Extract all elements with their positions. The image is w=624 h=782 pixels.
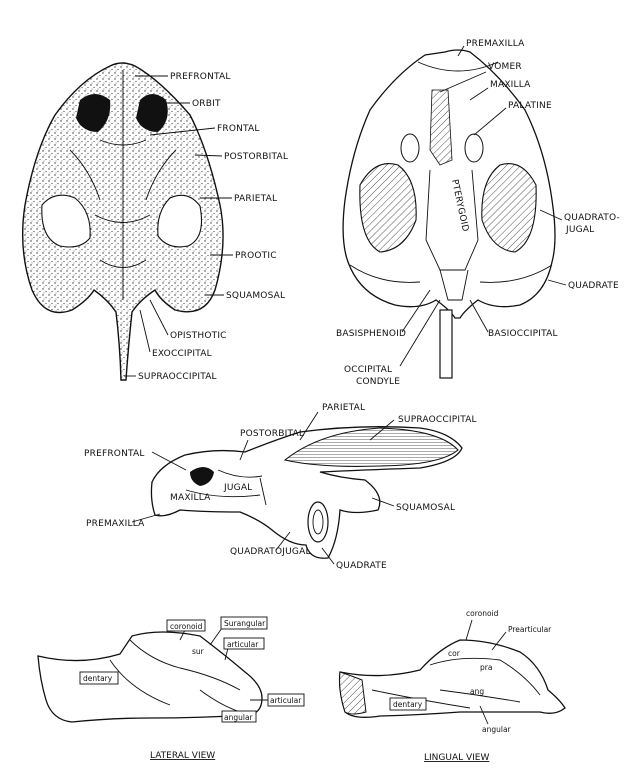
right-temporal-opening [157,194,203,248]
label-lat-quadrate: QUADRATE [336,561,387,571]
label-lat-quadratojugal: QUADRATOJUGAL [230,547,311,557]
label-ling-pra: pra [480,663,492,672]
label-quadratojugal-line1: QUADRATO- [564,213,620,223]
caption-lingual-view: LINGUAL VIEW [424,753,489,763]
lateral-orbit [190,467,214,486]
label-vomer: VOMER [488,62,522,72]
label-prefrontal: PREFRONTAL [170,72,231,82]
label-jaw-surangular: Surangular [224,619,266,628]
label-premaxilla: PREMAXILLA [466,39,525,49]
lateral-supraoccipital-crest [283,427,459,467]
label-maxilla: MAXILLA [490,80,531,90]
label-occipital-condyle-line1: OCCIPITAL [344,365,392,375]
label-jaw-angular: angular [224,713,254,722]
label-frontal: FRONTAL [217,124,260,134]
label-basisphenoid: BASISPHENOID [336,329,406,339]
lateral-jaw-outline [37,631,263,723]
label-lat-parietal: PARIETAL [322,403,365,413]
label-lat-squamosal: SQUAMOSAL [396,503,455,513]
label-jaw-sur: sur [192,647,205,656]
label-squamosal: SQUAMOSAL [226,291,285,301]
ventral-leader-lines [399,45,567,367]
dorsal-labels: PREFRONTAL ORBIT FRONTAL POSTORBITAL PAR… [138,72,288,382]
left-orbit [76,94,111,132]
label-palatine: PALATINE [508,101,552,111]
lateral-jaw-view [37,631,263,723]
label-postorbital: POSTORBITAL [224,152,288,162]
label-lat-maxilla: MAXILLA [170,493,211,503]
label-occipital-condyle-line2: CONDYLE [356,377,400,387]
label-quadratojugal-line2: JUGAL [565,225,594,235]
label-jaw-articular-2: articular [270,696,302,705]
label-jaw-dentary: dentary [83,674,113,683]
label-prootic: PROOTIC [235,251,277,261]
label-basioccipital: BASIOCCIPITAL [488,329,558,339]
lateral-skull-leader-lines [131,411,395,565]
label-ling-cor: cor [448,649,461,658]
label-lat-jugal: JUGAL [223,483,252,493]
label-jaw-articular: articular [227,640,259,649]
left-temporal-opening [41,194,91,248]
ventral-labels: PREMAXILLA VOMER MAXILLA PALATINE PTERYG… [336,39,620,387]
lingual-symphysis [339,671,367,715]
lateral-skull-labels: POSTORBITAL PARIETAL SUPRAOCCIPITAL PREF… [84,403,477,571]
label-orbit: ORBIT [192,99,221,109]
label-quadrate: QUADRATE [568,281,619,291]
label-opisthotic: OPISTHOTIC [170,331,227,341]
lateral-jaw-labels: coronoid Surangular sur articular dentar… [79,616,305,761]
label-lat-prefrontal: PREFRONTAL [84,449,145,459]
dorsal-skull-view [21,62,224,381]
label-lat-supraoccipital: SUPRAOCCIPITAL [398,415,477,425]
label-ling-ang: ang [470,687,484,696]
dorsal-leader-lines [124,75,233,377]
label-jaw-coronoid: coronoid [170,622,203,631]
caption-lateral-view: LATERAL VIEW [150,751,215,761]
lingual-jaw-leader-lines [465,619,507,725]
right-orbit [136,94,168,132]
left-subtemporal-fenestra [359,163,417,253]
right-subtemporal-fenestra [481,163,537,253]
lateral-skull-view [150,426,463,559]
label-ling-dentary: dentary [393,700,423,709]
lingual-jaw-labels: coronoid Prearticular cor pra ang dentar… [389,609,552,763]
label-lat-postorbital: POSTORBITAL [240,429,304,439]
label-lat-premaxilla: PREMAXILLA [86,519,145,529]
label-ling-coronoid: coronoid [466,609,499,618]
label-parietal: PARIETAL [234,194,277,204]
label-ling-angular: angular [482,725,512,734]
label-ling-prearticular: Prearticular [508,625,552,634]
ventral-skull-outline [342,49,556,319]
label-exoccipital: EXOCCIPITAL [152,349,212,359]
label-supraoccipital: SUPRAOCCIPITAL [138,372,217,382]
ventral-skull-view [342,49,556,379]
